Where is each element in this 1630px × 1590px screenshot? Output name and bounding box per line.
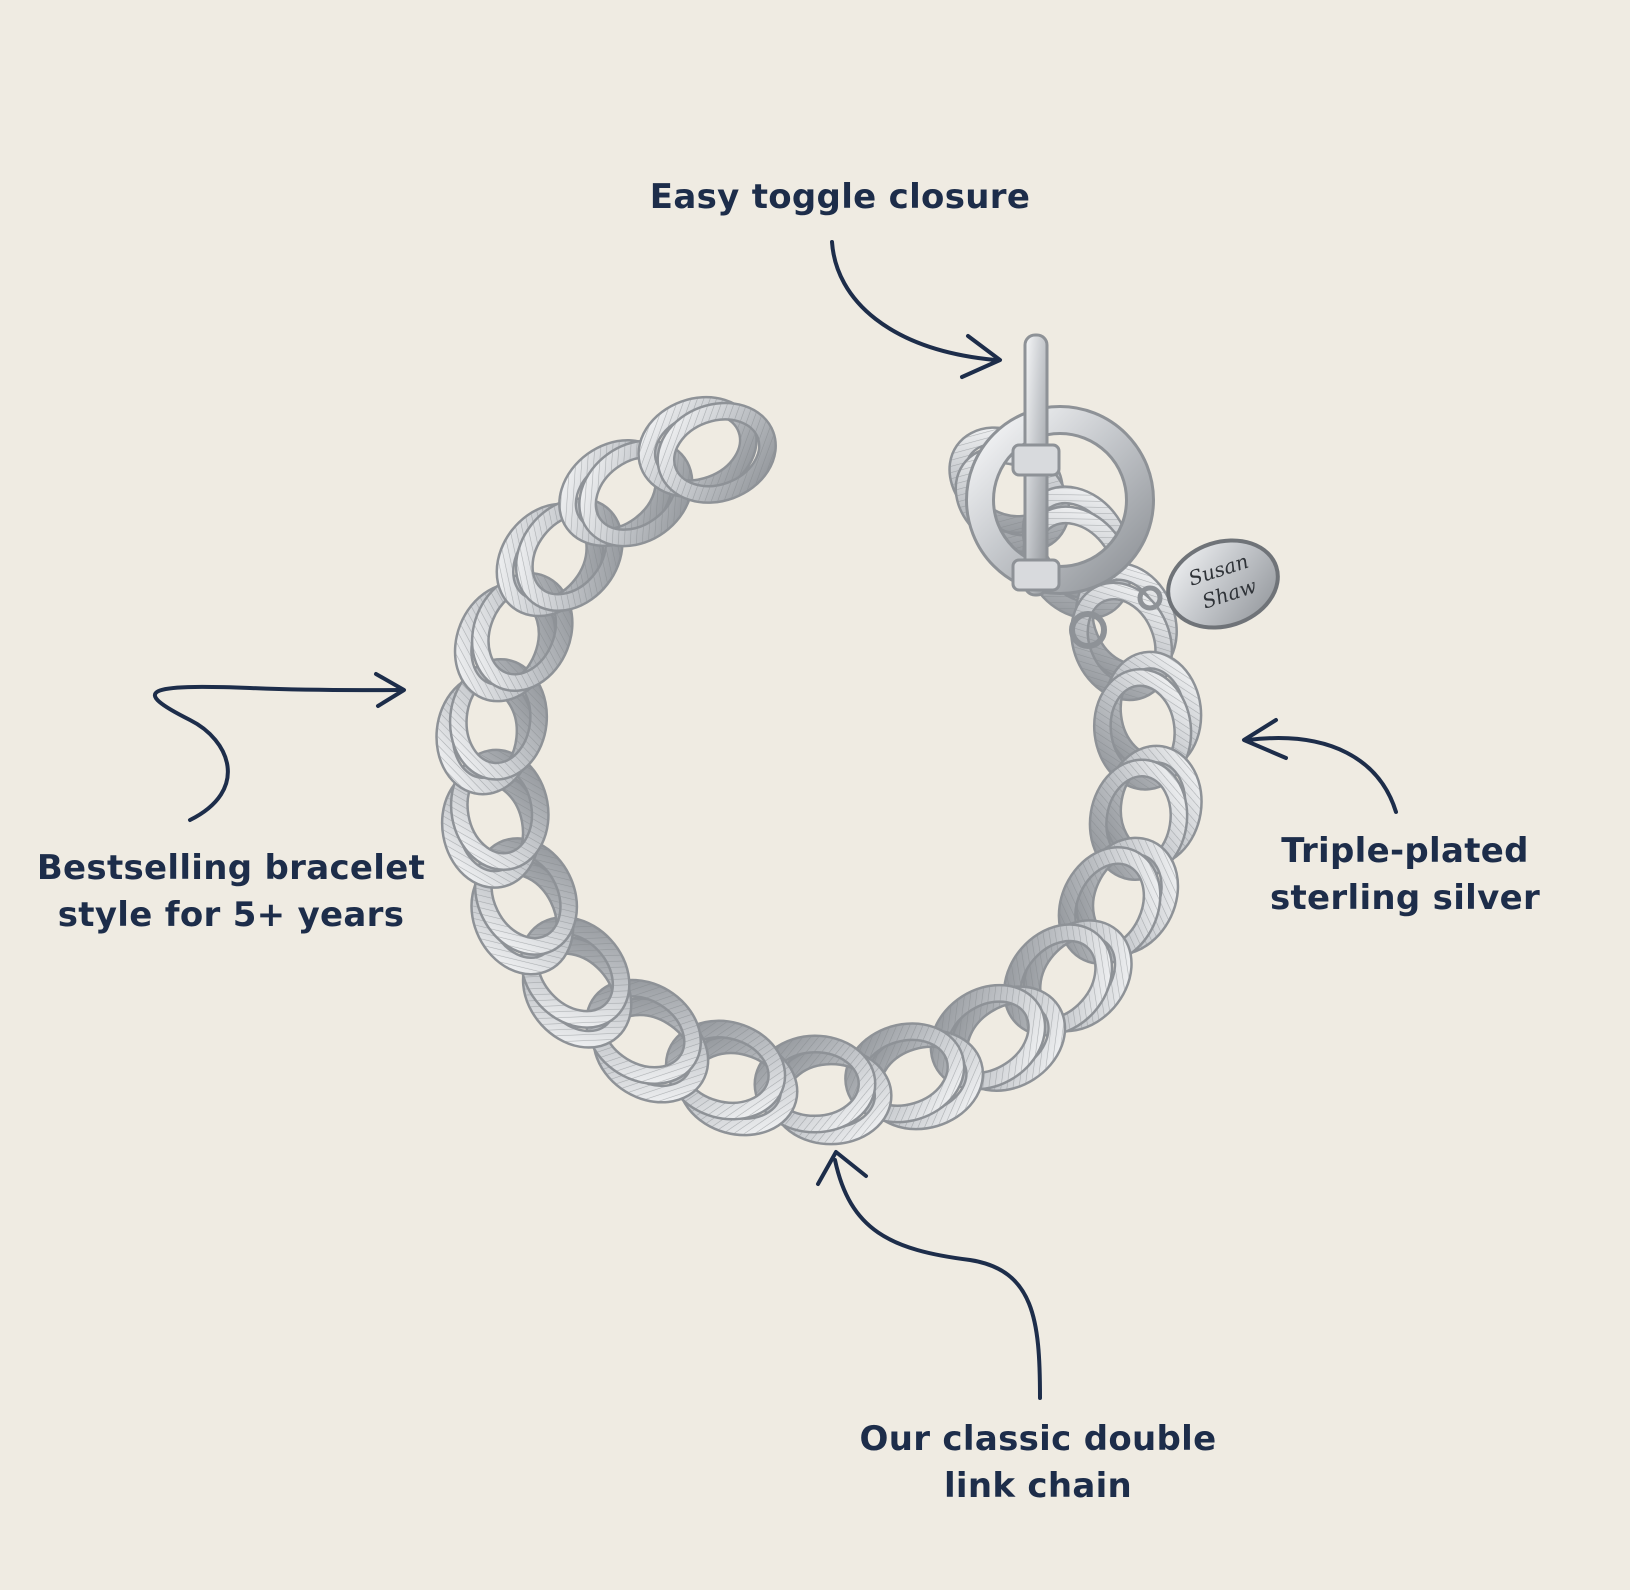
chain-link [580, 441, 691, 545]
chain-link [755, 1037, 874, 1132]
chain-link [522, 918, 629, 1027]
callout-double-link-chain: Our classic double link chain [788, 1416, 1288, 1510]
chain-link [1072, 583, 1171, 699]
chain-link [846, 1024, 963, 1121]
double-link-chain [435, 395, 1203, 1146]
chain-link [1005, 925, 1111, 1035]
chain-link [1095, 670, 1190, 789]
chain-link [932, 986, 1044, 1089]
callout-text: sterling silver [1269, 878, 1541, 918]
arrow-to-clasp-icon [830, 240, 1002, 379]
susan-shaw-charm: Susan Shaw [1166, 538, 1280, 630]
chain-link [452, 751, 548, 869]
chain-link [517, 499, 622, 610]
callout-toggle-closure: Easy toggle closure [560, 174, 1120, 221]
chain-link [1091, 761, 1186, 879]
toggle-clasp [965, 333, 1163, 649]
chain-link [1060, 848, 1160, 963]
chain-link [587, 981, 700, 1083]
callout-text: Bestselling bracelet [36, 848, 426, 888]
chain-link [451, 660, 546, 779]
chain-link [658, 404, 775, 502]
chain-link [476, 839, 576, 954]
callout-text: Our classic double [859, 1419, 1217, 1459]
callout-triple-plated: Triple-plated sterling silver [1225, 828, 1585, 922]
arrow-to-chain-left-icon [153, 672, 406, 822]
callout-bestselling: Bestselling bracelet style for 5+ years [0, 845, 462, 939]
chain-link [639, 398, 756, 496]
callout-text: Triple-plated [1281, 831, 1529, 871]
chain-link [473, 574, 572, 690]
arrow-to-plating-icon [1242, 718, 1398, 814]
callout-text: style for 5+ years [57, 895, 405, 935]
callout-text: Easy toggle closure [649, 177, 1031, 217]
chain-link [667, 1022, 784, 1119]
callout-text: link chain [943, 1466, 1133, 1506]
arrow-to-links-icon [816, 1150, 1042, 1400]
